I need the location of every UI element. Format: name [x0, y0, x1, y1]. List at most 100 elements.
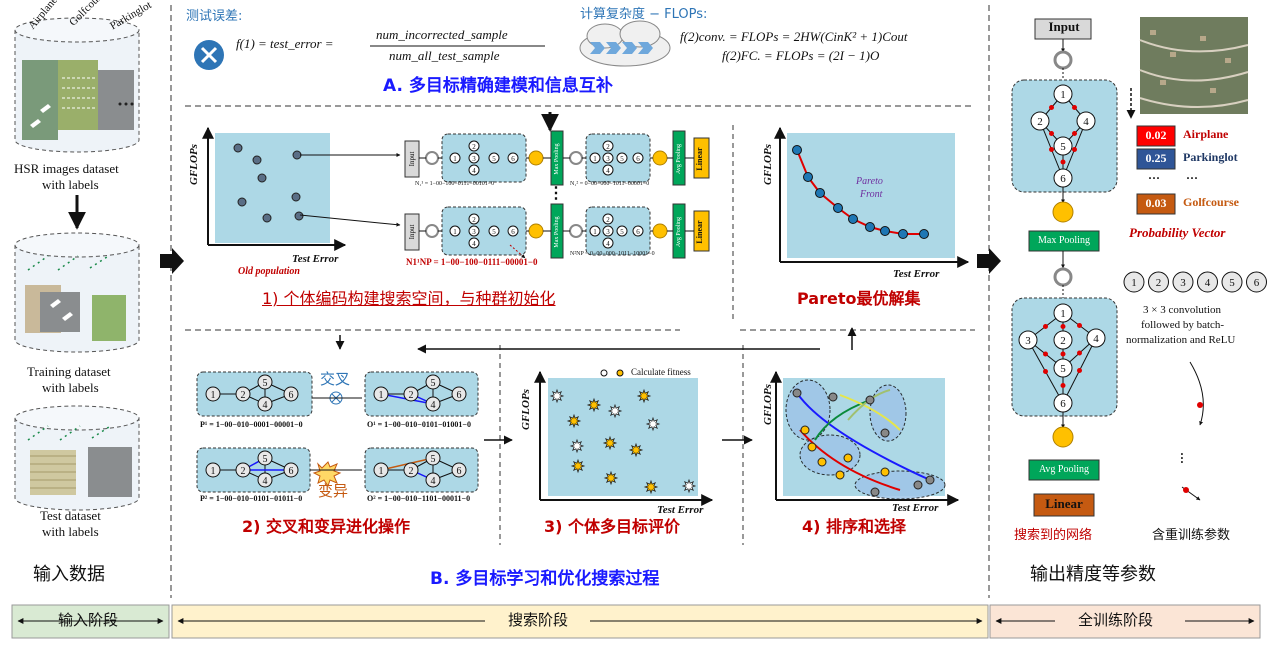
out-param-dot	[1072, 131, 1077, 136]
encoding-pointer	[509, 244, 526, 259]
cell-node-number: 1	[453, 155, 457, 163]
cell-node-number: 3	[606, 155, 610, 163]
cell-node-number: 5	[431, 454, 436, 465]
stage-input-label: 输入阶段	[58, 611, 119, 629]
gold-node	[528, 150, 544, 166]
cell-node-number: 1	[211, 466, 216, 477]
prob-value-golfcourse: 0.03	[1145, 196, 1167, 210]
out-ring-node	[1053, 50, 1073, 70]
hsr-dataset-cylinder	[14, 17, 140, 153]
cell-node-number: 5	[620, 155, 624, 163]
cell-node-number: 4	[606, 240, 610, 248]
linear-block-label: Linear	[695, 147, 704, 171]
cell-node	[451, 462, 467, 478]
sort-x-label: Test Error	[892, 502, 939, 514]
prob-box	[1136, 125, 1176, 147]
population-point	[257, 173, 267, 183]
cell-node	[616, 152, 628, 164]
avg-pool-label: Avg Pooling	[676, 144, 682, 174]
cell-node	[235, 462, 251, 478]
cell-node-number: 3	[472, 228, 476, 236]
sort-point	[880, 467, 890, 477]
out-param-dot	[1077, 323, 1082, 328]
prob-ellipsis-1: ···	[1148, 171, 1161, 185]
complexity-label: 计算复杂度 − FLOPs:	[580, 7, 708, 22]
fitness-star	[570, 458, 586, 474]
out-node-number: 5	[1060, 363, 1066, 375]
out-node	[1076, 111, 1096, 131]
conv-legend-node	[1123, 271, 1145, 293]
out-param-dot	[1077, 368, 1082, 373]
input-block	[404, 140, 420, 178]
cell-node	[449, 225, 461, 237]
hsr-caption-2: with labels	[42, 177, 99, 192]
mutation-label: 变异	[318, 482, 349, 500]
probability-vector	[1136, 125, 1176, 215]
out-node-number: 1	[1060, 89, 1066, 101]
crossover-label: 交叉	[320, 370, 351, 388]
cell-node	[616, 225, 628, 237]
aerial-image	[1139, 17, 1249, 114]
cell-node-number: 2	[241, 466, 246, 477]
out-param-dot	[1049, 105, 1054, 110]
cell-node-number: 2	[472, 143, 476, 151]
cell-node	[602, 152, 614, 164]
cell-node	[488, 225, 500, 237]
cell-node	[468, 237, 480, 249]
cell-node-number: 3	[472, 155, 476, 163]
conv-legend-node	[1148, 271, 1169, 293]
out-param-dot	[1072, 147, 1077, 152]
fitness-x-label: Test Error	[657, 504, 704, 516]
cell-node	[373, 386, 389, 402]
population-point	[262, 213, 272, 223]
rows-ellipsis: ⋮	[548, 185, 564, 202]
searched-network-label: 搜索到的网络	[1014, 528, 1093, 543]
out-gold-node	[1052, 426, 1074, 448]
stage-train-label: 全训练阶段	[1078, 611, 1154, 629]
test-caption-1: Test dataset	[40, 508, 101, 523]
out-param-dot	[1043, 369, 1048, 374]
out-node-number: 2	[1037, 116, 1043, 128]
cell-node-number: 5	[431, 378, 436, 389]
code-bottom-2: N²NP = 0−00−000−1011−10001−0	[570, 251, 655, 257]
cell-node-number: 1	[453, 228, 457, 236]
cell-node-number: 5	[492, 155, 496, 163]
parent-1-code: P¹ = 1−00−010−0001−00001−0	[200, 420, 303, 429]
conv-legend-node	[1246, 271, 1267, 293]
cell-node-number: 4	[472, 167, 476, 175]
cell-node-number: 6	[511, 228, 515, 236]
cell-node	[488, 152, 500, 164]
pareto-point	[865, 222, 875, 232]
conv-legend-number: 5	[1229, 277, 1235, 289]
cell-node-number: 1	[593, 228, 597, 236]
out-param-dot	[1043, 351, 1048, 357]
param-arrow-1	[1189, 361, 1204, 426]
cell-box	[196, 371, 313, 417]
section-b-title: B. 多目标学习和优化搜索过程	[430, 569, 660, 589]
fitness-star	[549, 388, 565, 404]
cell-node	[468, 213, 480, 225]
out-param-dot	[1072, 105, 1077, 110]
out-node-number: 4	[1083, 116, 1089, 128]
sorting-plot	[770, 370, 960, 506]
out-param-dot	[1060, 324, 1066, 329]
prob-value-parkinglot: 0.25	[1145, 151, 1167, 165]
linear-block-label: Linear	[695, 220, 704, 244]
conv-desc-3: normalization and ReLU	[1126, 334, 1236, 346]
fitness-legend: Calculate fitness	[631, 367, 691, 377]
cell-node	[507, 152, 519, 164]
error-icon	[194, 40, 224, 70]
error-formula-lhs: f(1) = test_error =	[236, 36, 334, 51]
out-avgpool-label: Avg Pooling	[1038, 464, 1090, 475]
cell-node	[205, 462, 221, 478]
sort-point	[835, 470, 845, 480]
cell-node-number: 1	[379, 466, 384, 477]
cell-node-number: 1	[211, 390, 216, 401]
out-param-dot	[1077, 350, 1082, 356]
cell-node-number: 5	[263, 454, 268, 465]
stage-bar	[11, 604, 1261, 639]
stage-search-label: 搜索阶段	[508, 611, 569, 629]
out-node-number: 4	[1093, 333, 1099, 345]
